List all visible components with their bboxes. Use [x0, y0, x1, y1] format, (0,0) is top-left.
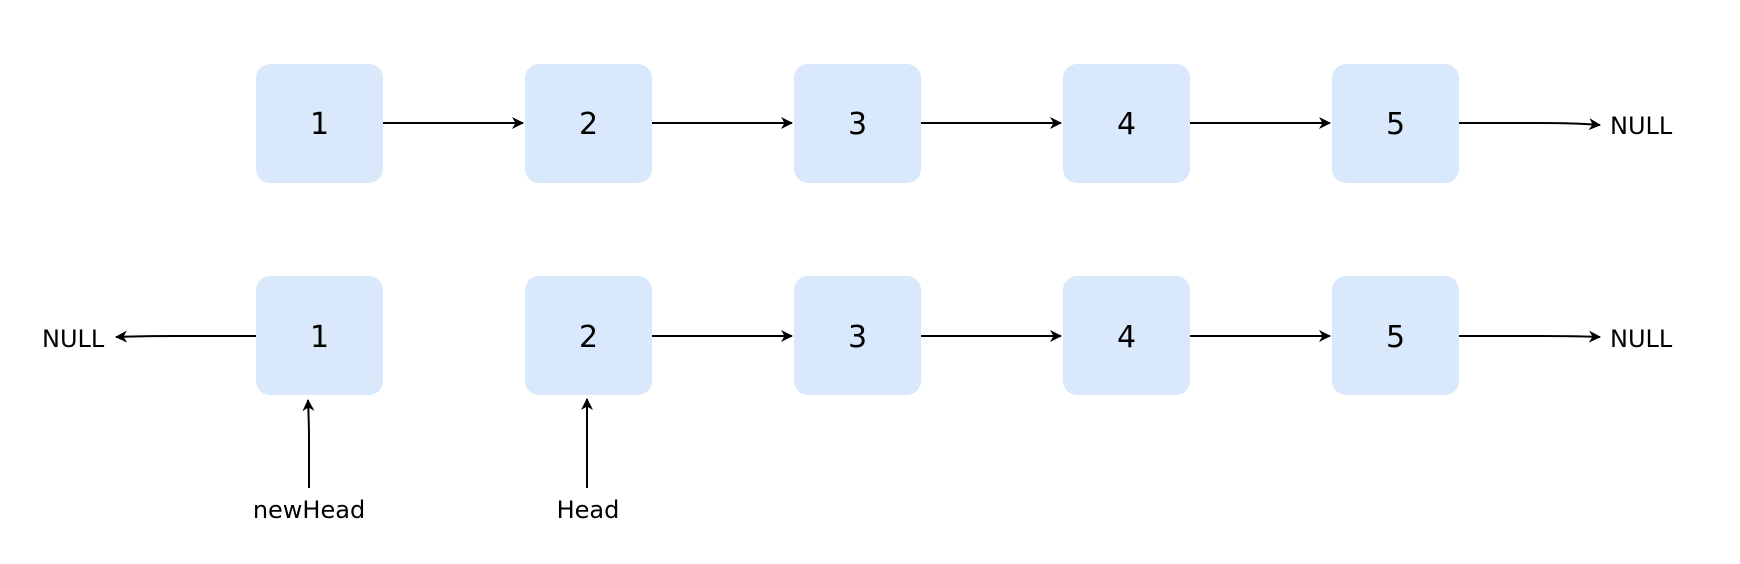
top-node-5-label: 5 [1386, 107, 1405, 142]
top-node-1: 1 [256, 64, 383, 183]
bottom-node-5-box [1332, 276, 1459, 395]
new-head-pointer-label: newHead [253, 496, 365, 524]
bottom-node-1-box [256, 276, 383, 395]
top-node-2-box [525, 64, 652, 183]
top-node-3-box [794, 64, 921, 183]
top-node-2-label: 2 [579, 107, 598, 142]
top-node-2: 2 [525, 64, 652, 183]
bottom-arrow-1-to-null [115, 330, 256, 343]
top-node-1-box [256, 64, 383, 183]
bottom-left-null-label: NULL [42, 325, 105, 353]
bottom-node-4: 4 [1063, 276, 1190, 395]
top-node-4: 4 [1063, 64, 1190, 183]
top-list: 1 2 3 4 5 NULL [256, 64, 1673, 183]
bottom-node-4-label: 4 [1117, 320, 1136, 355]
bottom-node-3-label: 3 [848, 320, 867, 355]
bottom-node-5: 5 [1332, 276, 1459, 395]
bottom-node-1: 1 [256, 276, 383, 395]
top-node-3: 3 [794, 64, 921, 183]
bottom-node-3: 3 [794, 276, 921, 395]
top-node-4-label: 4 [1117, 107, 1136, 142]
top-null-label: NULL [1610, 112, 1673, 140]
new-head-pointer-arrow [302, 399, 315, 488]
bottom-node-4-box [1063, 276, 1190, 395]
top-arrow-5-to-null [1459, 118, 1601, 131]
bottom-node-3-box [794, 276, 921, 395]
top-node-5: 5 [1332, 64, 1459, 183]
bottom-node-2-label: 2 [579, 320, 598, 355]
bottom-right-null-label: NULL [1610, 325, 1673, 353]
top-node-1-label: 1 [310, 107, 329, 142]
top-node-4-box [1063, 64, 1190, 183]
bottom-node-2-box [525, 276, 652, 395]
bottom-node-5-label: 5 [1386, 320, 1405, 355]
bottom-node-2: 2 [525, 276, 652, 395]
bottom-list: NULL 1 2 3 4 5 NULL newHead H [42, 276, 1673, 524]
top-node-5-box [1332, 64, 1459, 183]
head-pointer-label: Head [557, 496, 620, 524]
top-node-3-label: 3 [848, 107, 867, 142]
bottom-arrow-5-to-null [1459, 330, 1601, 343]
bottom-node-1-label: 1 [310, 320, 329, 355]
